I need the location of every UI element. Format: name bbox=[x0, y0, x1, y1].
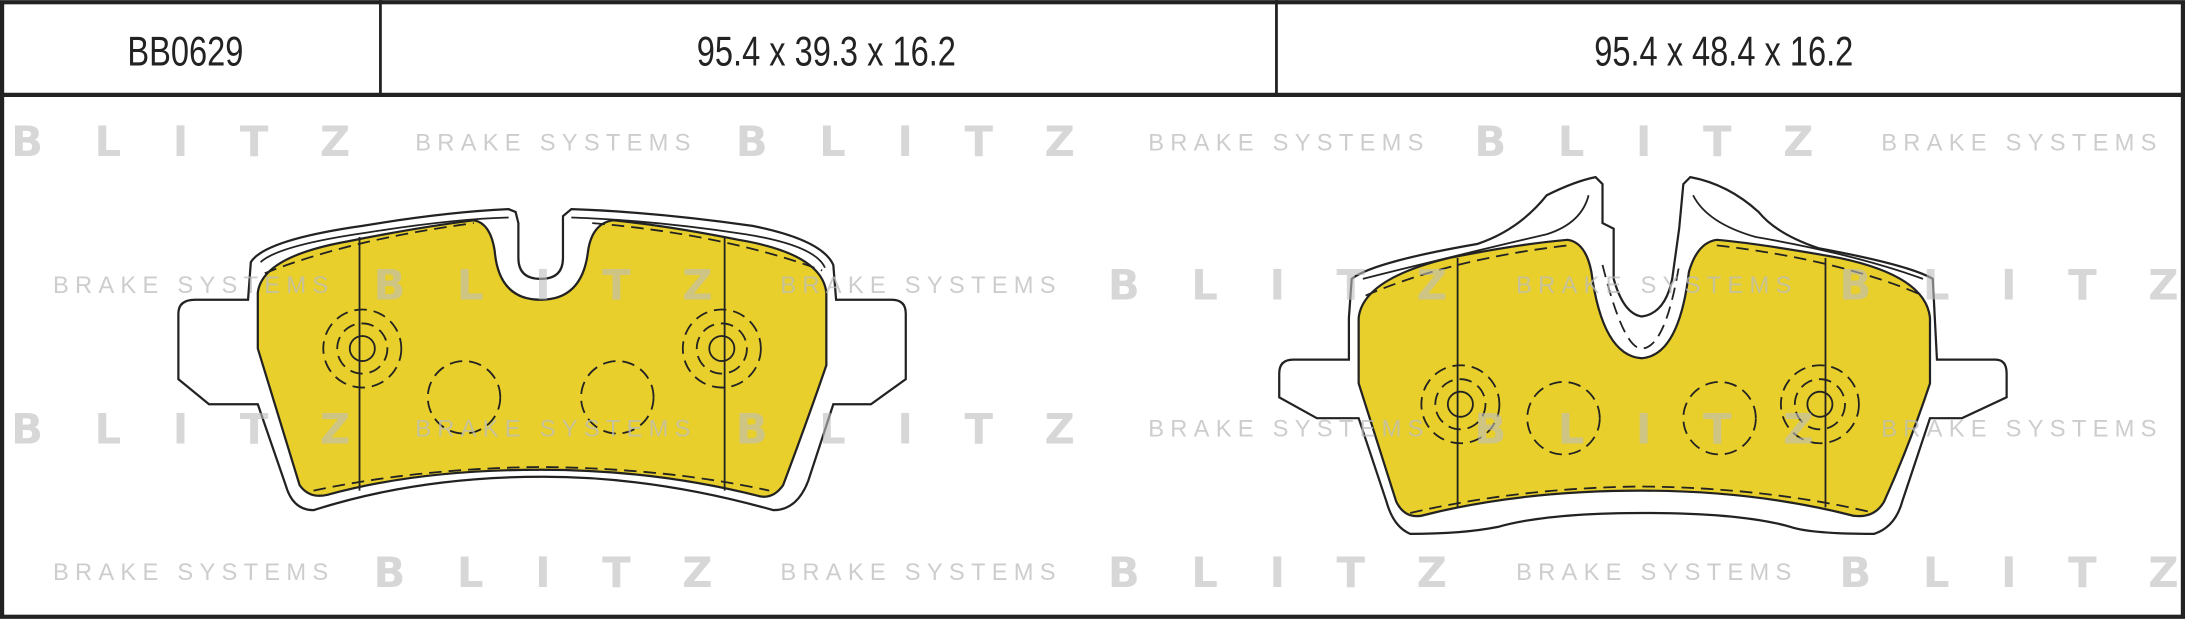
watermark: BLITZ BRAKE SYSTEMS BLITZ BRAKE SYSTEMS … bbox=[11, 117, 2185, 597]
watermark-brand: BLITZ bbox=[11, 404, 402, 453]
right-brake-pad bbox=[1278, 175, 2008, 535]
watermark-brand: BLITZ bbox=[736, 404, 1127, 453]
watermark-tagline: BRAKE SYSTEMS bbox=[1148, 131, 1429, 157]
watermark-tagline: BRAKE SYSTEMS bbox=[1148, 416, 1429, 442]
watermark-tagline: BRAKE SYSTEMS bbox=[1516, 273, 1797, 299]
left-brake-pad bbox=[177, 208, 907, 512]
watermark-brand: BLITZ bbox=[1108, 548, 1499, 597]
watermark-brand: BLITZ bbox=[736, 117, 1127, 166]
watermark-tagline: BRAKE SYSTEMS bbox=[53, 560, 334, 586]
dimensions-left: 95.4 x 39.3 x 16.2 bbox=[697, 28, 956, 75]
watermark-tagline: BRAKE SYSTEMS bbox=[780, 560, 1061, 586]
dimensions-right: 95.4 x 48.4 x 16.2 bbox=[1594, 28, 1853, 75]
watermark-brand: BLITZ bbox=[11, 117, 402, 166]
watermark-tagline: BRAKE SYSTEMS bbox=[1881, 131, 2162, 157]
watermark-tagline: BRAKE SYSTEMS bbox=[415, 416, 696, 442]
watermark-brand: BLITZ bbox=[1474, 117, 1865, 166]
watermark-brand: BLITZ bbox=[1108, 261, 1499, 310]
watermark-brand: BLITZ bbox=[1474, 404, 1865, 453]
watermark-brand: BLITZ bbox=[1839, 261, 2185, 310]
watermark-brand: BLITZ bbox=[373, 261, 764, 310]
watermark-tagline: BRAKE SYSTEMS bbox=[53, 273, 334, 299]
part-number: BB0629 bbox=[127, 28, 243, 75]
watermark-tagline: BRAKE SYSTEMS bbox=[415, 131, 696, 157]
watermark-brand: BLITZ bbox=[1839, 548, 2185, 597]
watermark-brand: BLITZ bbox=[373, 548, 764, 597]
watermark-tagline: BRAKE SYSTEMS bbox=[1516, 560, 1797, 586]
watermark-tagline: BRAKE SYSTEMS bbox=[780, 273, 1061, 299]
watermark-tagline: BRAKE SYSTEMS bbox=[1881, 416, 2162, 442]
